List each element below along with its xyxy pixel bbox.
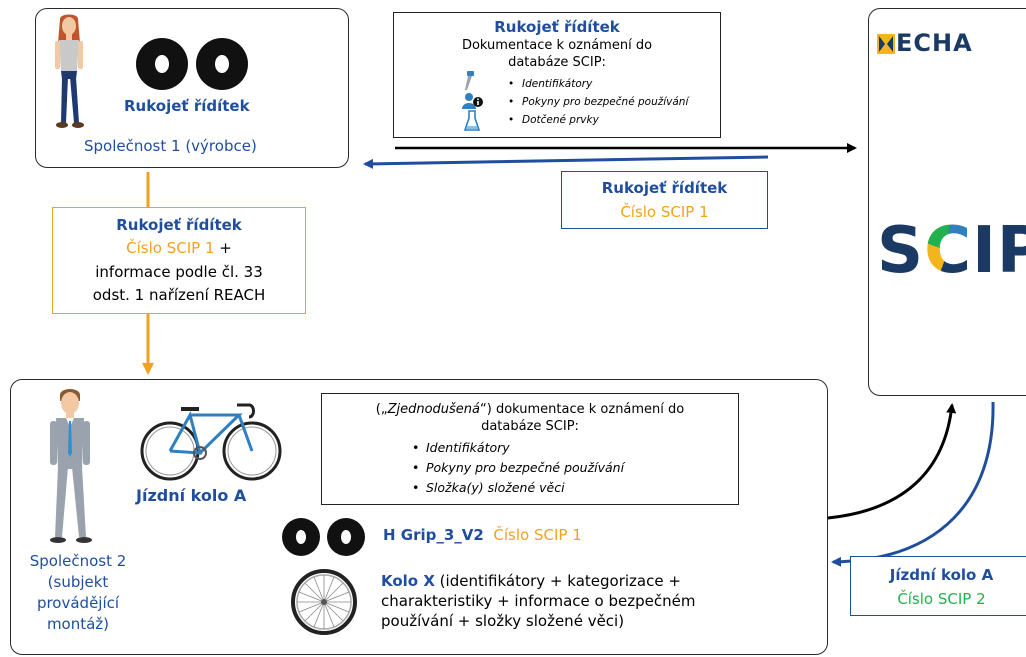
scip-doc-line1: Dokumentace k oznámení do — [461, 38, 653, 53]
simplified-doc-list: Identifikátory Pokyny pro bezpečné použí… — [408, 438, 624, 498]
scip-doc-line2: databáze SCIP: — [508, 55, 606, 70]
wheel-component-text: Kolo X (identifikátory + kategorizace + … — [381, 571, 695, 631]
company2-box: Jízdní kolo A Společnost 2 (subjekt prov… — [10, 379, 828, 655]
company1-name: Společnost 1 (výrobce) — [84, 137, 257, 155]
company2-name-line3: provádějící — [36, 594, 120, 612]
downstream-line3: informace podle čl. 33 — [95, 263, 263, 281]
flask-icon — [463, 110, 481, 131]
scip-logo: SCIP — [877, 219, 1026, 283]
handlebar-grips-icon — [136, 38, 248, 90]
downstream-plus: + — [214, 239, 232, 257]
scip-logo-letter: I — [972, 214, 997, 288]
downstream-scip-number: Číslo SCIP 1 — [126, 239, 215, 257]
downstream-title: Rukojeť řídítek — [116, 216, 242, 234]
bike-product-label: Jízdní kolo A — [136, 486, 247, 505]
echa-logo-text: ECHA — [896, 29, 973, 57]
man-figure-icon — [50, 389, 92, 543]
echa-scip-panel: ECHA SCIP — [868, 8, 1026, 396]
downstream-line4: odst. 1 nařízení REACH — [92, 286, 266, 304]
echa-logo-mark-icon — [877, 34, 895, 54]
bicycle-icon — [140, 403, 282, 481]
wheel-component-desc2: charakteristiky + informace o bezpečném — [381, 592, 696, 610]
scip-doc-item: Dotčené prvky — [504, 111, 688, 129]
grip-component-scip: Číslo SCIP 1 — [493, 526, 582, 544]
company1-product-label: Rukojeť řídítek — [124, 97, 250, 115]
grip-component-icon — [282, 518, 365, 556]
wheel-component-name: Kolo X — [381, 572, 435, 590]
company2-name-line2: (subjekt — [47, 573, 109, 591]
arrow-bike-to-echa — [827, 403, 957, 520]
simplified-scip-documentation-box: („Zjednodušená“) dokumentace k oznámení … — [321, 393, 739, 505]
scip-doc-item: Pokyny pro bezpečné používání — [504, 93, 688, 111]
scip-doc-title: Rukojeť řídítek — [494, 18, 620, 36]
downstream-info-box: Rukojeť řídítek Číslo SCIP 1 + informace… — [52, 207, 306, 314]
company1-box: Rukojeť řídítek Společnost 1 (výrobce) — [35, 8, 349, 168]
simplified-doc-item: Pokyny pro bezpečné používání — [408, 458, 624, 478]
simplified-doc-item: Identifikátory — [408, 438, 624, 458]
bike-return-title: Jízdní kolo A — [889, 566, 994, 584]
simplified-doc-italic: Zjednodušená — [387, 402, 480, 417]
wheel-component-desc3: používání + složky složené věci) — [381, 612, 625, 630]
scip-doc-item: Identifikátory — [504, 75, 688, 93]
scip-logo-letter: P — [996, 214, 1026, 288]
company2-name-line4: montáž) — [46, 615, 110, 633]
downstream-scip-line: Číslo SCIP 1 + — [53, 239, 305, 257]
return-box-scip: Číslo SCIP 1 — [620, 203, 709, 221]
simplified-doc-line2: databáze SCIP: — [481, 419, 579, 434]
company2-name: Společnost 2 (subjekt provádějící montáž… — [23, 551, 133, 635]
company2-name-line1: Společnost 2 — [29, 552, 127, 570]
wheel-component-desc1: (identifikátory + kategorizace + — [434, 572, 681, 590]
user-info-icon — [462, 93, 483, 109]
simplified-doc-line1: („Zjednodušená“) dokumentace k oznámení … — [375, 402, 685, 417]
bike-scip-return-box: Jízdní kolo A Číslo SCIP 2 — [850, 556, 1026, 616]
woman-figure-icon — [55, 14, 84, 128]
grip-component-row: H Grip_3_V2 Číslo SCIP 1 — [383, 526, 582, 544]
scip-doc-list: Identifikátory Pokyny pro bezpečné použí… — [504, 75, 688, 129]
arrow-to-company1 — [363, 155, 769, 169]
arrow-echa-to-bike — [831, 401, 995, 567]
simplified-doc-item: Složka(y) složené věci — [408, 478, 624, 498]
return-box-title: Rukojeť řídítek — [601, 179, 728, 197]
scip-number-return-box: Rukojeť řídítek Číslo SCIP 1 — [561, 171, 768, 229]
grip-component-name: H Grip_3_V2 — [383, 526, 484, 544]
bike-return-scip: Číslo SCIP 2 — [897, 590, 986, 608]
scip-logo-c: C — [924, 214, 973, 288]
scip-logo-letter: S — [877, 214, 925, 288]
scip-documentation-box: Rukojeť řídítek Dokumentace k oznámení d… — [393, 12, 721, 138]
wheel-component-icon — [291, 569, 357, 635]
identifier-pin-icon — [465, 71, 474, 90]
